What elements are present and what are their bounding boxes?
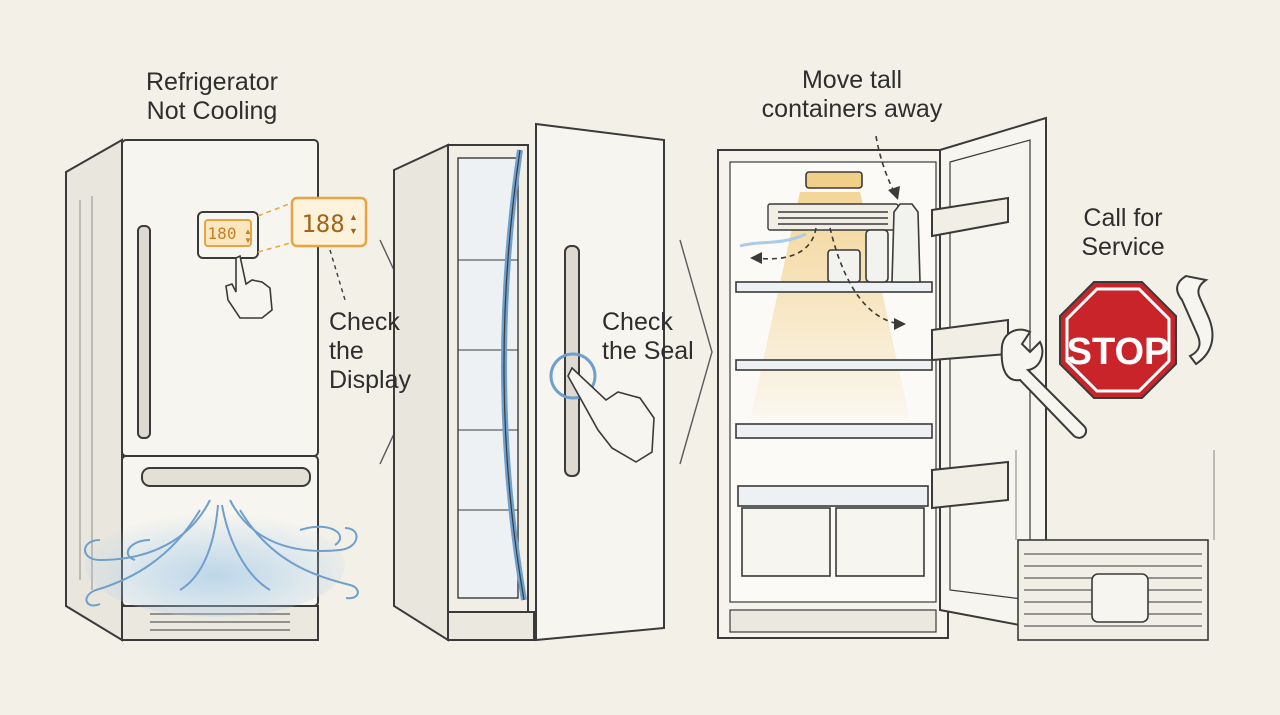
- pointing-hand-icon: [225, 254, 273, 319]
- pointing-hand-icon: [567, 366, 655, 463]
- step-2-line-1: Check: [602, 308, 673, 336]
- stop-sign-text: STOP: [1067, 331, 1170, 373]
- svg-text:▼: ▼: [349, 226, 358, 236]
- step-2-line-2: the Seal: [602, 337, 694, 365]
- display-reading: 180: [208, 224, 237, 243]
- step-label-move-containers: Move tall containers away: [745, 66, 959, 124]
- air-vent: [767, 203, 899, 231]
- step-1-line-3: Display: [329, 366, 411, 394]
- svg-text:▲: ▲: [349, 212, 358, 222]
- zoom-lines: [257, 201, 295, 253]
- diagram-title: Refrigerator Not Cooling: [132, 68, 292, 126]
- condenser-unit: [1015, 450, 1215, 641]
- temperature-display-zoom: 188 ▲ ▼: [290, 196, 368, 248]
- title-line-2: Not Cooling: [146, 97, 278, 125]
- temperature-display: 180 ▲ ▼: [197, 211, 259, 259]
- phone-handset-icon: [1176, 274, 1214, 366]
- step-label-call-service: Call for Service: [1060, 204, 1186, 262]
- wrench-icon: [1000, 328, 1088, 439]
- step-label-check-seal: Check the Seal: [602, 308, 694, 366]
- step-4-line-2: Service: [1081, 233, 1165, 261]
- svg-text:▼: ▼: [244, 236, 252, 245]
- light-bulb-icon: [805, 171, 863, 189]
- cold-air-icon: [84, 499, 359, 617]
- display-zoom-reading: 188: [301, 210, 344, 238]
- fridge-door-open: [393, 122, 665, 642]
- step-3-line-2: containers away: [761, 95, 943, 123]
- step-3-line-1: Move tall: [801, 66, 903, 94]
- svg-text:▲: ▲: [244, 227, 252, 236]
- stop-sign-icon: STOP: [1059, 281, 1177, 399]
- title-line-1: Refrigerator: [146, 68, 278, 96]
- step-label-check-display: Check the Display: [329, 308, 411, 395]
- shelves: [735, 281, 933, 577]
- seal-highlight: [549, 352, 597, 400]
- step-4-line-1: Call for: [1083, 204, 1163, 232]
- step-1-line-2: the: [329, 337, 364, 365]
- step-1-line-1: Check: [329, 308, 400, 336]
- tall-containers: [827, 203, 921, 283]
